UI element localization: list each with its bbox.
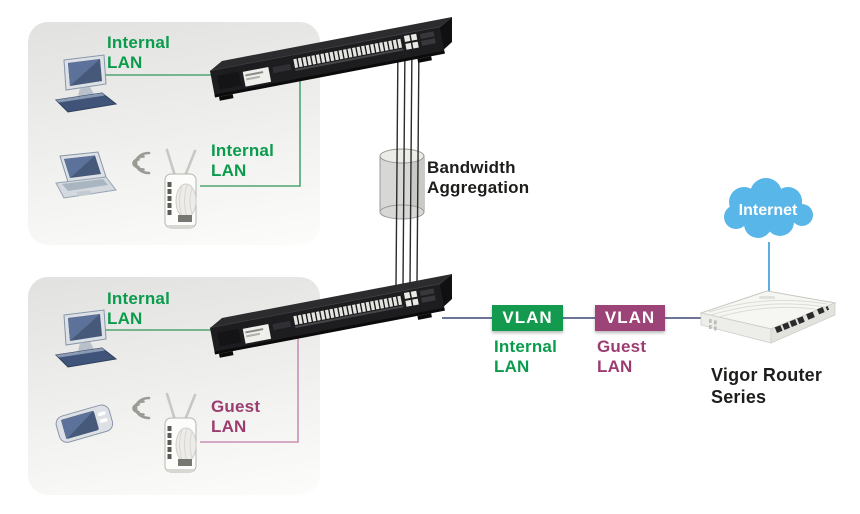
cable-3: [409, 40, 413, 285]
vlan-internal-lan-label: Internal LAN: [494, 337, 558, 376]
internal-lan-label-top-pc: Internal LAN: [107, 33, 171, 72]
vlan-guest-badge: VLAN: [595, 305, 665, 331]
laptop-icon: [55, 151, 117, 199]
internet-label: Internet: [739, 202, 798, 219]
cable-bottom-ap-to-switch: [200, 334, 299, 443]
vlan-internal-badge: VLAN: [492, 305, 563, 331]
vlan-guest-lan-label: Guest LAN: [597, 337, 647, 376]
guest-lan-label-bottom-ap: Guest LAN: [211, 397, 261, 436]
bandwidth-aggregation-label: Bandwidth Aggregation: [427, 158, 530, 197]
aggregated-cables: [395, 39, 420, 287]
wifi-waves-icon-top: [132, 151, 151, 175]
cable-bundle-cylinder-icon: [379, 148, 425, 220]
internet-cloud-icon: Internet: [724, 178, 813, 238]
wireless-access-point-icon-bottom: [163, 392, 198, 474]
cable-4: [416, 39, 420, 284]
ethernet-switch-icon-bottom: [209, 273, 453, 359]
wifi-waves-icon-bottom: [132, 396, 151, 420]
cable-top-ap-to-switch: [200, 79, 301, 187]
vigor-router-series-label: Vigor Router Series: [711, 365, 823, 407]
cable-1: [395, 41, 399, 287]
internal-lan-label-top-ap: Internal LAN: [211, 141, 275, 180]
wireless-access-point-icon-top: [163, 148, 198, 230]
smartphone-icon: [53, 402, 116, 445]
ethernet-switch-icon-top: [209, 16, 453, 102]
vigor-router-icon: [700, 290, 836, 344]
cable-2: [402, 41, 406, 286]
internal-lan-label-bottom-pc: Internal LAN: [107, 289, 171, 328]
